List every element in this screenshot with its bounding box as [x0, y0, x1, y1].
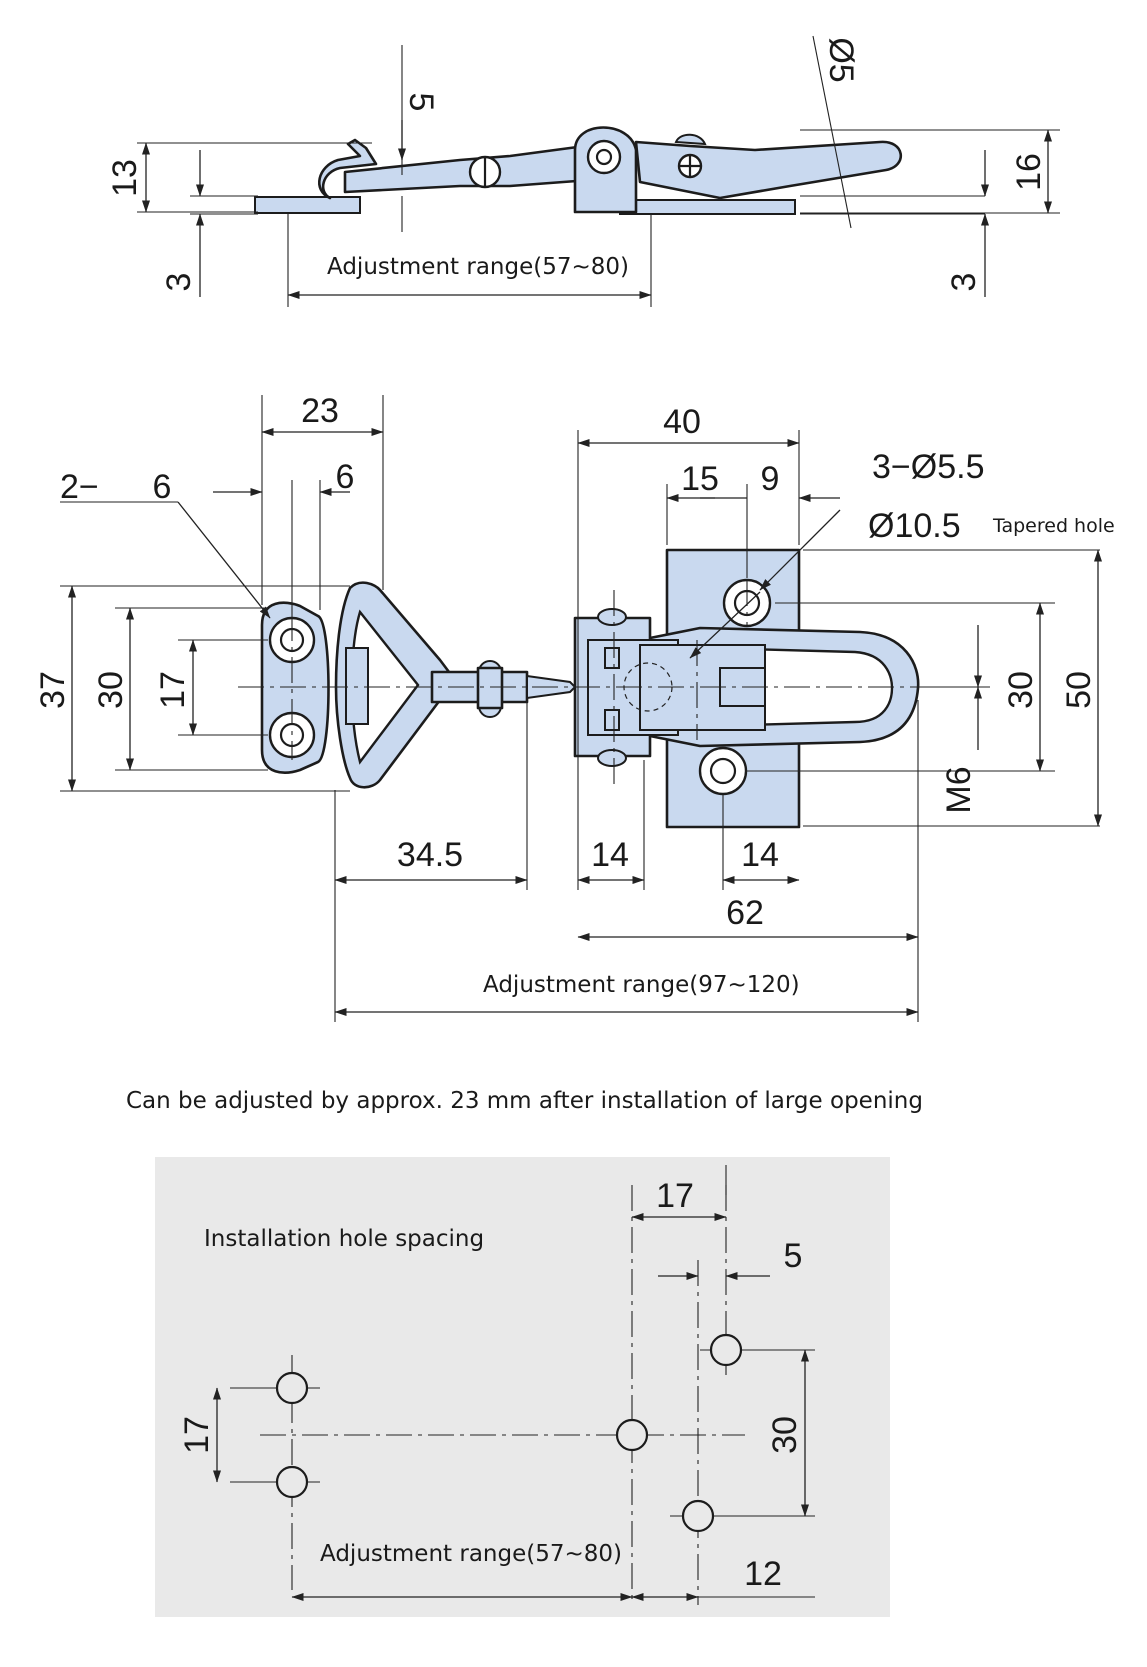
- mount-hole-center: [615, 1418, 649, 1452]
- mount-hole-left-top: [275, 1371, 309, 1405]
- spacing-adjustment-range: Adjustment range(57~80): [320, 1541, 622, 1567]
- dim-6-right: 6: [336, 458, 355, 496]
- dim-62: 62: [726, 894, 764, 932]
- loop-crossbar: [345, 647, 369, 725]
- hole-spacing-panel: Installation hole spacing 17 5 17 30 12 …: [155, 1157, 890, 1617]
- dim-30-right: 30: [1002, 671, 1040, 709]
- tapered-hole-label: Tapered hole: [992, 515, 1115, 537]
- plan-view: 23 2− 6 6 40 15 9 3−Ø5.5 Ø10.5 Tapered h…: [34, 392, 1115, 1022]
- dim-23: 23: [301, 392, 339, 430]
- mount-hole-right-bottom: [681, 1499, 715, 1533]
- dim-13: 13: [106, 159, 144, 197]
- dim-3-dia5-5: 3−Ø5.5: [872, 448, 984, 486]
- linkage-rod: [343, 144, 592, 194]
- dim-15: 15: [681, 460, 719, 498]
- dim-40: 40: [663, 403, 701, 441]
- spacing-17-left: 17: [178, 1416, 216, 1454]
- handle-lever: [634, 140, 903, 200]
- dim-34-5: 34.5: [397, 836, 463, 874]
- side-adjustment-range: Adjustment range(57~80): [327, 254, 629, 280]
- dim-50: 50: [1060, 671, 1098, 709]
- dim-5-top: 5: [402, 93, 440, 112]
- dim-17-left: 17: [154, 671, 192, 709]
- spacing-12: 12: [744, 1555, 782, 1593]
- dim-37: 37: [34, 671, 72, 709]
- dim-9: 9: [761, 460, 780, 498]
- dim-3-right: 3: [945, 273, 983, 292]
- keeper-base: [254, 196, 361, 214]
- keeper-hook: [318, 138, 378, 200]
- mount-hole-right-top: [709, 1333, 743, 1367]
- latch-base: [619, 199, 796, 215]
- dim-m6: M6: [940, 766, 978, 813]
- latch-hole-bottom: [698, 746, 748, 796]
- hole-spacing-title: Installation hole spacing: [204, 1226, 484, 1252]
- handle-knuckle: [674, 133, 707, 146]
- dim-2-prefix: 2−: [60, 468, 99, 506]
- side-view: 13 5 3 Ø5 16 3 Adjustment range(57~80): [106, 35, 1060, 307]
- dim-16: 16: [1010, 153, 1048, 191]
- latch-pivot-outer: [586, 139, 622, 175]
- spacing-30: 30: [766, 1416, 804, 1454]
- spacing-5: 5: [784, 1237, 803, 1275]
- adjustment-note: Can be adjusted by approx. 23 mm after i…: [126, 1088, 923, 1114]
- dim-6-left: 6: [153, 468, 172, 506]
- dim-14-left: 14: [591, 836, 629, 874]
- dim-14-right: 14: [741, 836, 779, 874]
- dim-dia10-5: Ø10.5: [868, 507, 961, 545]
- dim-30-left: 30: [92, 671, 130, 709]
- mount-hole-left-bottom: [275, 1465, 309, 1499]
- dim-3-left: 3: [160, 273, 198, 292]
- spacing-17-top: 17: [656, 1177, 694, 1215]
- dim-dia5: Ø5: [822, 37, 860, 82]
- plan-adjustment-range: Adjustment range(97~120): [483, 972, 800, 998]
